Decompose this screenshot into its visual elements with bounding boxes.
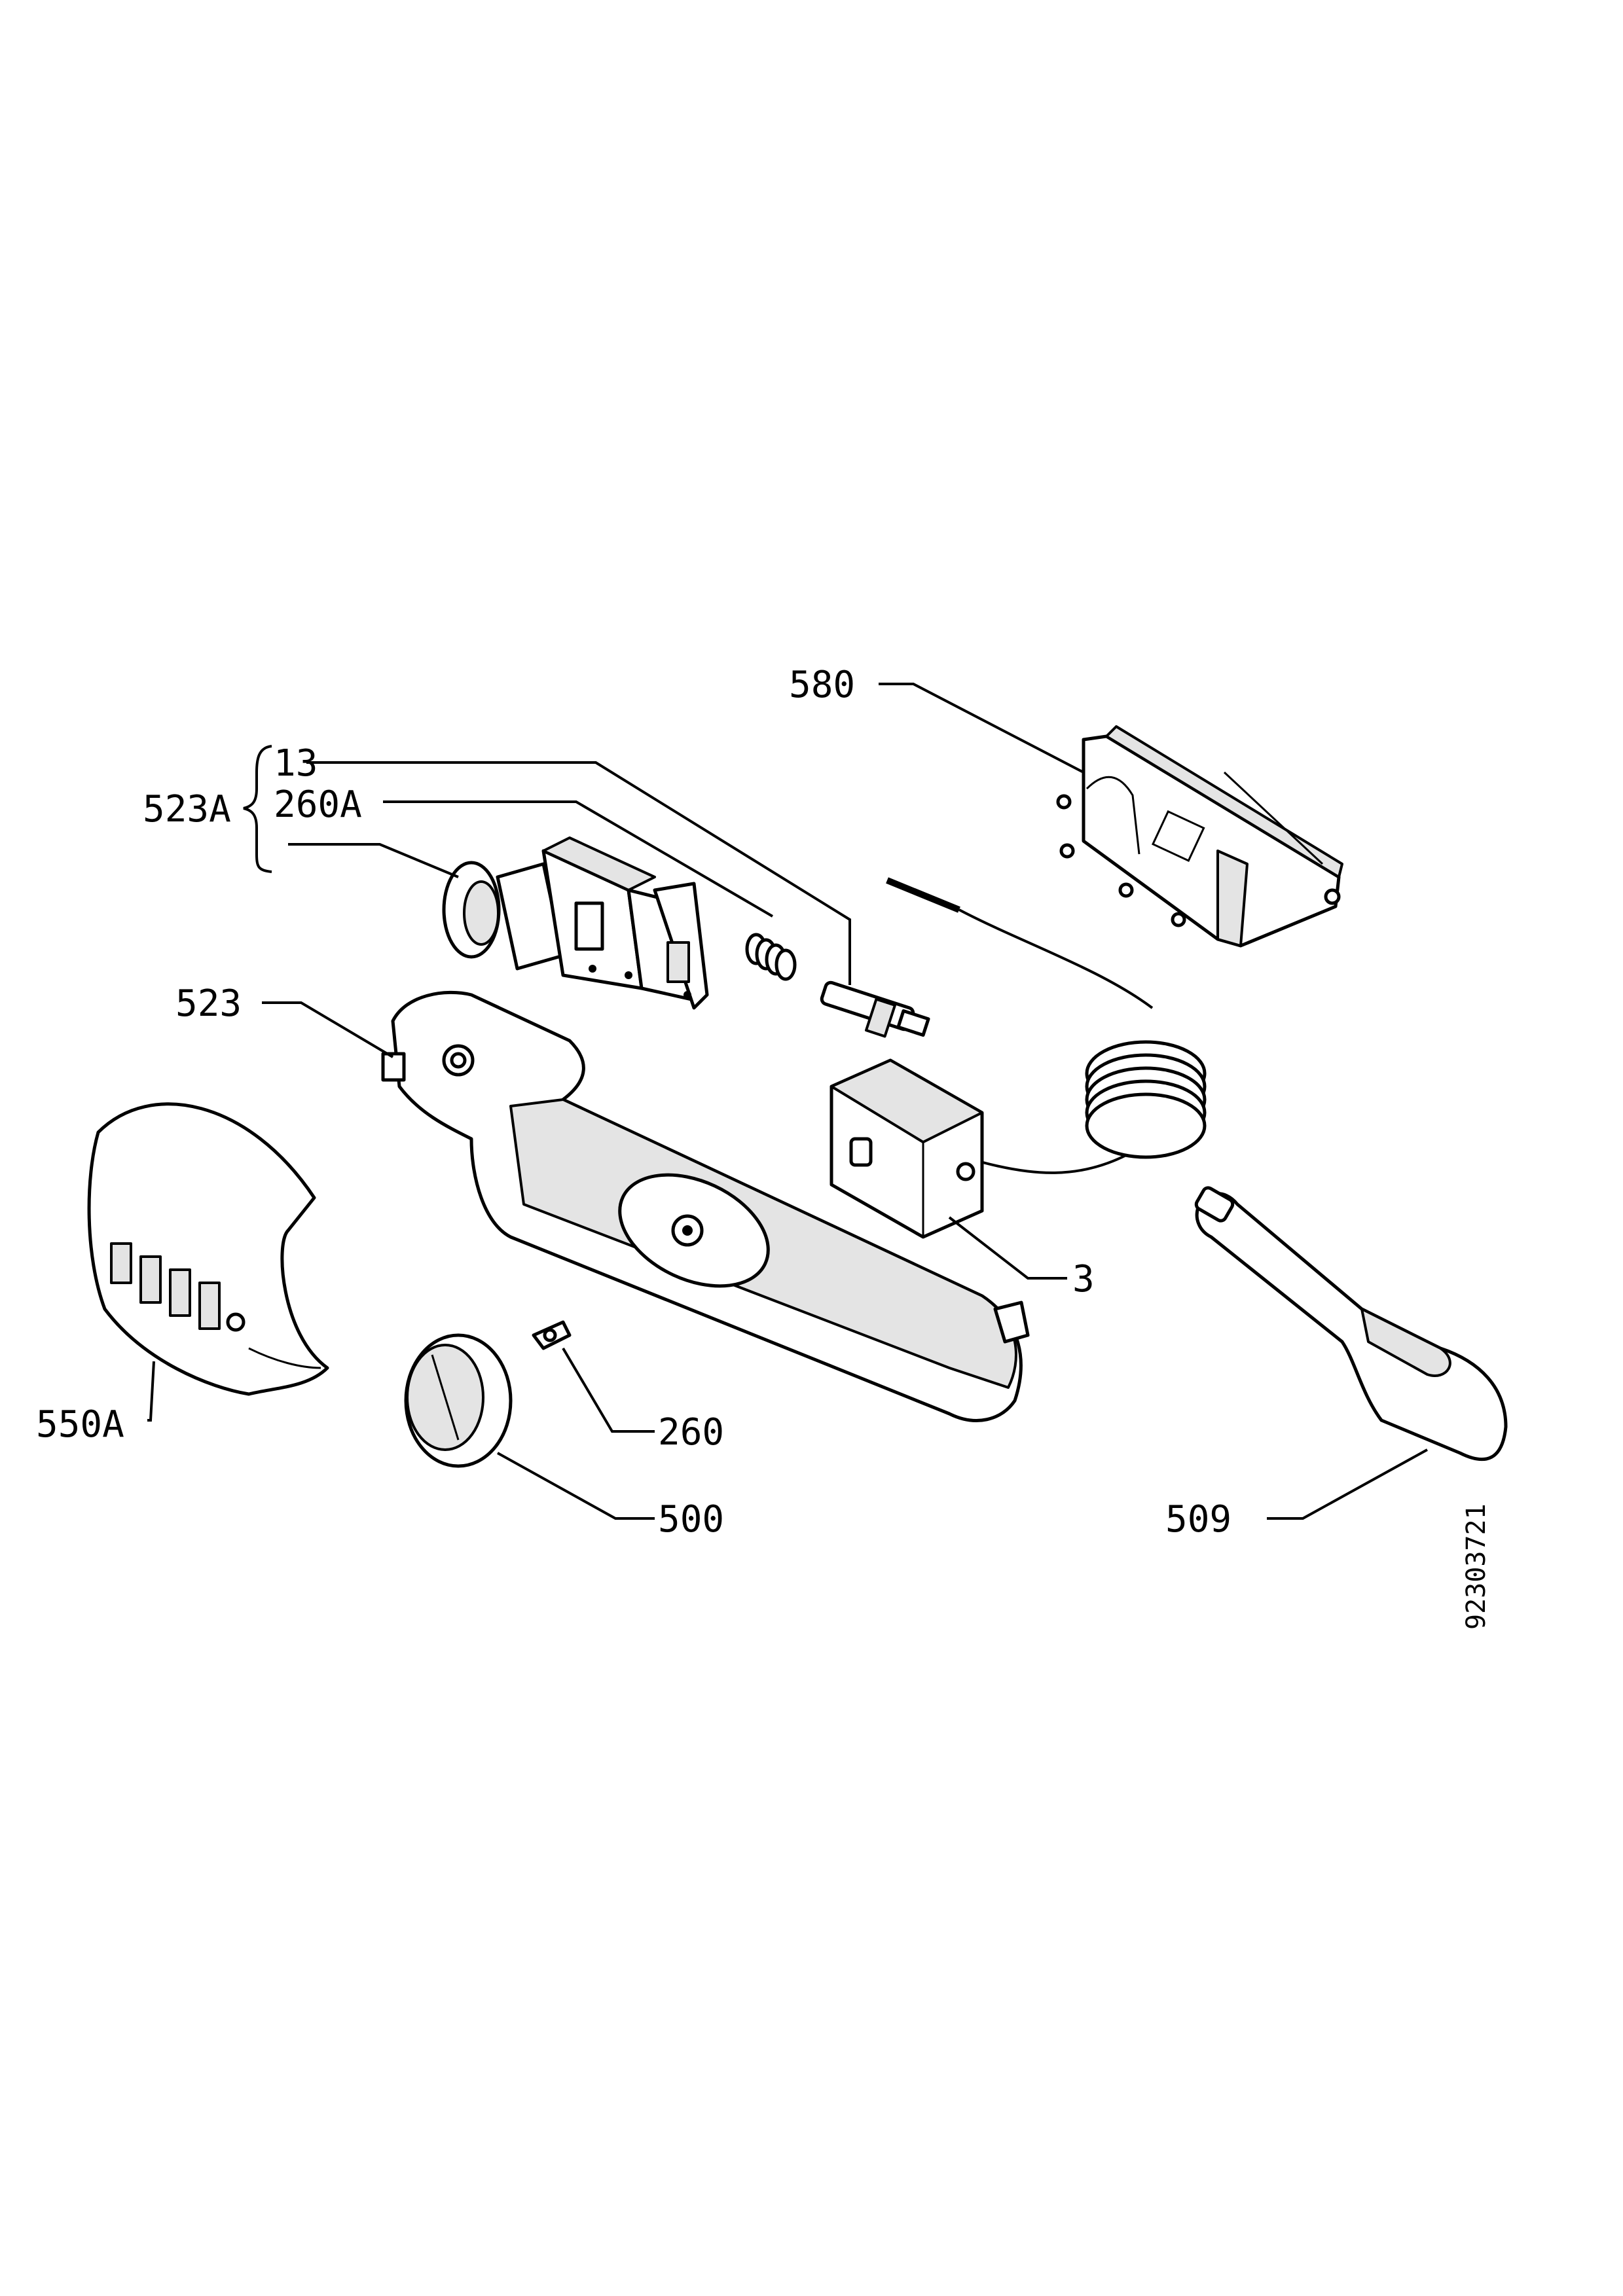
callout-500: 500: [658, 1498, 724, 1541]
group-brace: [243, 745, 272, 873]
part-523-handle-housing: [381, 990, 1030, 1422]
part-260-clip: [532, 1320, 572, 1350]
part-260A-spring: [745, 933, 797, 981]
part-580-bracket: [1056, 725, 1343, 948]
part-523A-switch-assembly: [442, 836, 709, 1010]
part-550A-cover: [87, 1102, 329, 1396]
part-500-knob: [404, 1333, 513, 1468]
drawing-number: 92303721: [1461, 1503, 1491, 1630]
callout-3: 3: [1072, 1258, 1095, 1300]
callout-13: 13: [274, 742, 318, 785]
callout-523A: 523A: [143, 788, 231, 831]
part-509-lever: [1194, 1186, 1508, 1462]
callout-260: 260: [658, 1411, 724, 1454]
callout-580: 580: [789, 664, 855, 706]
callout-550A: 550A: [36, 1403, 124, 1446]
leader-lines: [147, 683, 1428, 1520]
part-13-plunger: [820, 980, 930, 1038]
callout-labels: 580 13 523A 260A 523 3 550A 260 500 509: [36, 664, 1231, 1541]
callout-260A: 260A: [274, 783, 362, 826]
callout-509: 509: [1165, 1498, 1231, 1541]
callout-523: 523: [175, 982, 242, 1025]
part-3-thermostat: [830, 877, 1207, 1239]
